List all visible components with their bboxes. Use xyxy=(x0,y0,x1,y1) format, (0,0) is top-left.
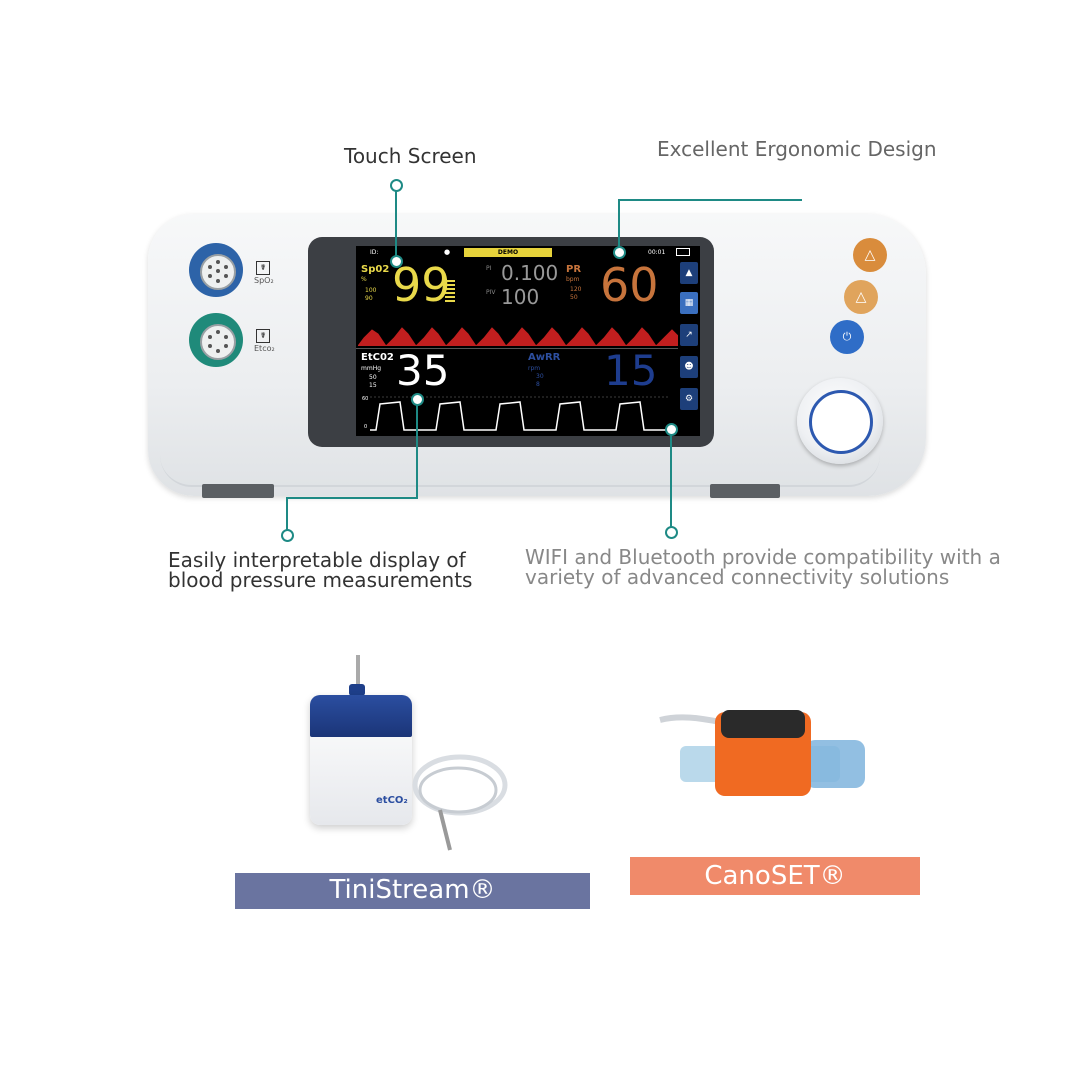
tinistream-cap xyxy=(310,695,412,737)
etco2-label: EtC02 xyxy=(361,352,394,363)
ergonomic-leader-h xyxy=(618,199,802,201)
tinistream-cable xyxy=(356,655,360,695)
tinistream-device: etCO₂ xyxy=(310,695,412,825)
etco2-limit-high: 50 xyxy=(369,374,377,381)
etco2-connector xyxy=(200,324,236,360)
patient-icon: ☤ xyxy=(256,261,270,275)
navigation-knob[interactable] xyxy=(797,378,883,464)
tinistream-etco2-text: etCO₂ xyxy=(376,795,408,806)
power-icon: ⏻ xyxy=(842,330,852,343)
touch-screen-leader xyxy=(395,190,397,258)
capno-scale-bottom: 0 xyxy=(364,424,368,430)
spo2-unit: % xyxy=(361,276,367,283)
spo2-port[interactable] xyxy=(189,243,243,297)
touch-screen-label: Touch Screen xyxy=(344,144,477,168)
display-leader-h xyxy=(286,497,418,499)
etco2-limit-low: 15 xyxy=(369,382,377,389)
device-foot-left xyxy=(202,484,274,498)
device-foot-right xyxy=(710,484,780,498)
spo2-limit-low: 90 xyxy=(365,295,373,302)
spo2-value: 99 xyxy=(392,258,451,312)
wifi-callout-line2: variety of advanced connectivity solutio… xyxy=(525,565,950,589)
wifi-leader xyxy=(670,434,672,528)
patient-icon-2: ☤ xyxy=(256,329,270,343)
spo2-connector xyxy=(200,254,236,290)
display-leader-v1 xyxy=(416,404,418,499)
display-leader-v2 xyxy=(286,497,288,531)
canoset-name: CanoSET® xyxy=(704,861,846,891)
spo2-signal-bar xyxy=(445,280,455,304)
alarm-pause-icon: △ xyxy=(864,247,876,263)
touch-screen-dot-end xyxy=(390,255,403,268)
pvi-value: 100 xyxy=(501,285,540,309)
touch-screen[interactable]: ID: ● DEMO 00:01 Sp02 % 100 90 99 PI 0.1… xyxy=(356,246,700,436)
device-base-lip xyxy=(160,455,880,487)
ergonomic-design-label: Excellent Ergonomic Design xyxy=(657,137,937,161)
spo2-limit-high: 100 xyxy=(365,287,377,294)
alarm-silence-button[interactable]: △ xyxy=(844,280,878,314)
pvi-label: PIV xyxy=(486,289,496,296)
patient-settings-icon[interactable]: ☻ xyxy=(680,356,698,378)
pr-limit-high: 120 xyxy=(570,286,582,293)
awrr-label: AwRR xyxy=(528,352,561,363)
wifi-dot-end xyxy=(665,526,678,539)
display-callout-line2: blood pressure measurements xyxy=(168,568,473,592)
etco2-port-label: Etco₂ xyxy=(254,344,275,353)
pleth-waveform xyxy=(358,327,678,346)
tinistream-label-bar: TiniStream® xyxy=(235,873,590,909)
canoset-device xyxy=(659,710,865,796)
wifi-callout-line1: WIFI and Bluetooth provide compatibility… xyxy=(525,545,1001,569)
trend-icon[interactable]: ↗ xyxy=(680,324,698,346)
awrr-limit-high: 30 xyxy=(536,373,544,380)
settings-gear-icon[interactable]: ⚙ xyxy=(680,388,698,410)
knob-ring xyxy=(809,390,873,454)
spo2-label: Sp02 xyxy=(361,264,390,275)
alarm-bell-icon[interactable]: ▲ xyxy=(680,262,698,284)
layout-icon[interactable]: ▦ xyxy=(680,292,698,314)
pr-label: PR xyxy=(566,264,582,275)
clock: 00:01 xyxy=(648,249,666,256)
spo2-port-label: SpO₂ xyxy=(254,276,274,285)
tinistream-tubing xyxy=(412,754,508,851)
alarm-silence-icon: △ xyxy=(855,289,867,305)
capno-scale-top: 60 xyxy=(362,396,369,402)
patient-id-label: ID: xyxy=(370,249,379,256)
display-callout-line1: Easily interpretable display of xyxy=(168,548,466,572)
tinistream-connector xyxy=(349,684,365,696)
etco2-port[interactable] xyxy=(189,313,243,367)
demo-badge: DEMO xyxy=(464,248,552,257)
tinistream-name: TiniStream® xyxy=(329,875,496,905)
canoset-label-bar: CanoSET® xyxy=(630,857,920,895)
pi-value: 0.100 xyxy=(501,261,559,285)
screen-status-bar: ID: ● DEMO 00:01 xyxy=(356,246,700,260)
battery-icon xyxy=(676,248,690,256)
ergonomic-dot xyxy=(613,246,626,259)
pr-unit: bpm xyxy=(566,276,580,283)
pr-limit-low: 50 xyxy=(570,294,578,301)
pr-value: 60 xyxy=(600,258,659,312)
power-button[interactable]: ⏻ xyxy=(830,320,864,354)
pi-label: PI xyxy=(486,265,492,272)
mic-icon: ● xyxy=(444,248,451,256)
alarm-pause-button[interactable]: △ xyxy=(853,238,887,272)
etco2-unit: mmHg xyxy=(361,365,382,372)
ergonomic-leader-v xyxy=(618,199,620,249)
etco2-value: 35 xyxy=(396,346,450,395)
awrr-limit-low: 8 xyxy=(536,381,540,388)
awrr-value: 15 xyxy=(604,346,658,395)
screen-divider xyxy=(356,348,678,349)
awrr-unit: rpm xyxy=(528,365,541,372)
screen-sidebar: ▲ ▦ ↗ ☻ ⚙ xyxy=(680,262,698,422)
display-dot-end xyxy=(281,529,294,542)
